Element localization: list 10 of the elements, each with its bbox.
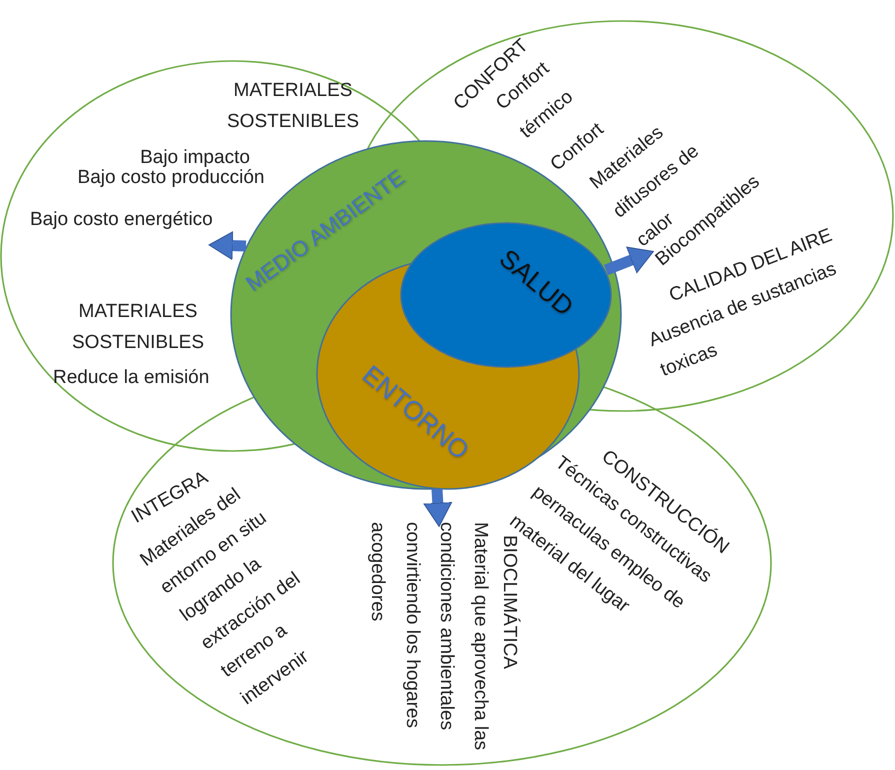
block-arrow bbox=[423, 488, 452, 527]
item-text: Reduce la emisión bbox=[53, 366, 210, 390]
category-heading: MATERIALES SOSTENIBLES bbox=[71, 300, 205, 356]
block-arrow bbox=[208, 231, 246, 260]
item-text: Bajo costo producción bbox=[76, 167, 266, 190]
item-text: Bajo costo energético bbox=[30, 208, 214, 232]
item-text: Material que aprovecha las condiciones ambientales convirtiendo los hogares acogedores bbox=[366, 522, 492, 752]
item-text: Bajo impacto bbox=[139, 146, 251, 169]
category-heading: MATERIALES SOSTENIBLES bbox=[226, 79, 360, 134]
block-arrow bbox=[604, 246, 654, 276]
